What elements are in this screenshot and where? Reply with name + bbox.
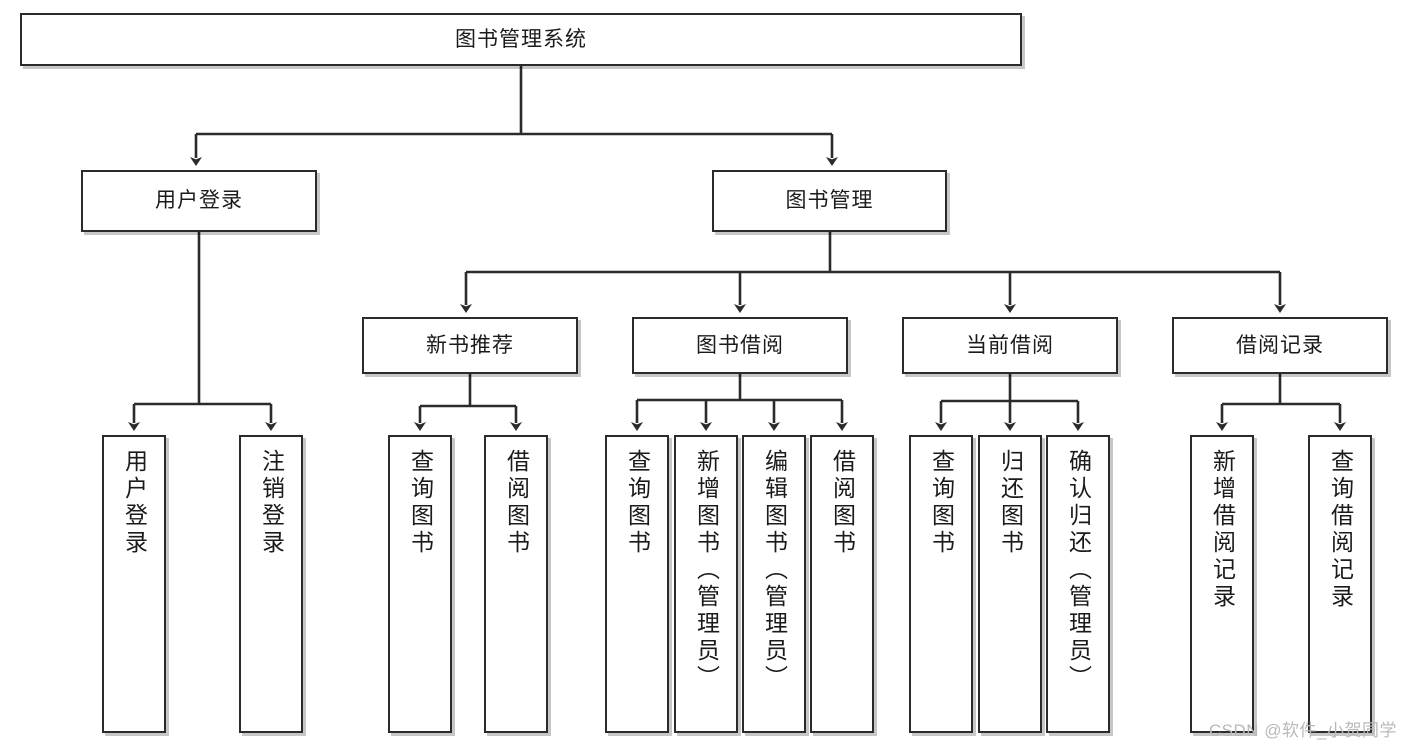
node-book-manage-label: 图书管理 xyxy=(785,189,874,213)
node-leaf-user-logout[interactable]: 注销登录 xyxy=(239,435,303,733)
node-current-borrow-label: 当前借阅 xyxy=(966,333,1054,357)
node-leaf-borrow-query-label: 查询图书 xyxy=(624,449,651,557)
node-leaf-cur-query-label: 查询图书 xyxy=(928,449,955,557)
node-leaf-user-login-label: 用户登录 xyxy=(121,449,148,557)
node-leaf-rec-borrow-label: 借阅图书 xyxy=(503,449,530,557)
node-leaf-borrow-do-label: 借阅图书 xyxy=(829,449,856,557)
node-leaf-rec-query2-label: 查询借阅记录 xyxy=(1327,449,1354,611)
node-root[interactable]: 图书管理系统 xyxy=(20,13,1022,66)
node-leaf-cur-confirm[interactable]: 确认归还（管理员） xyxy=(1046,435,1110,733)
node-leaf-rec-query-label: 查询图书 xyxy=(407,449,434,557)
node-leaf-borrow-edit[interactable]: 编辑图书（管理员） xyxy=(742,435,806,733)
node-leaf-cur-query[interactable]: 查询图书 xyxy=(909,435,973,733)
node-user-login[interactable]: 用户登录 xyxy=(81,170,317,232)
node-leaf-rec-borrow[interactable]: 借阅图书 xyxy=(484,435,548,733)
node-leaf-cur-return[interactable]: 归还图书 xyxy=(978,435,1042,733)
node-leaf-user-logout-label: 注销登录 xyxy=(258,449,285,557)
node-leaf-rec-add-label: 新增借阅记录 xyxy=(1209,449,1236,611)
node-leaf-rec-query2[interactable]: 查询借阅记录 xyxy=(1308,435,1372,733)
node-leaf-user-login[interactable]: 用户登录 xyxy=(102,435,166,733)
node-current-borrow[interactable]: 当前借阅 xyxy=(902,317,1118,374)
node-book-borrow-label: 图书借阅 xyxy=(696,333,784,357)
node-leaf-borrow-do[interactable]: 借阅图书 xyxy=(810,435,874,733)
node-book-manage[interactable]: 图书管理 xyxy=(712,170,947,232)
node-borrow-record-label: 借阅记录 xyxy=(1236,333,1324,357)
node-leaf-borrow-query[interactable]: 查询图书 xyxy=(605,435,669,733)
node-leaf-borrow-add[interactable]: 新增图书（管理员） xyxy=(674,435,738,733)
node-new-book-rec-label: 新书推荐 xyxy=(426,333,514,357)
node-leaf-rec-add[interactable]: 新增借阅记录 xyxy=(1190,435,1254,733)
node-leaf-cur-return-label: 归还图书 xyxy=(997,449,1024,557)
node-book-borrow[interactable]: 图书借阅 xyxy=(632,317,848,374)
node-borrow-record[interactable]: 借阅记录 xyxy=(1172,317,1388,374)
node-leaf-borrow-add-label: 新增图书（管理员） xyxy=(693,449,720,692)
node-leaf-rec-query[interactable]: 查询图书 xyxy=(388,435,452,733)
node-user-login-label: 用户登录 xyxy=(155,189,243,213)
node-root-label: 图书管理系统 xyxy=(455,27,587,51)
node-leaf-borrow-edit-label: 编辑图书（管理员） xyxy=(761,449,788,692)
node-new-book-rec[interactable]: 新书推荐 xyxy=(362,317,578,374)
node-leaf-cur-confirm-label: 确认归还（管理员） xyxy=(1065,449,1092,692)
watermark-text: CSDN @软件_小贺同学 xyxy=(1208,721,1397,740)
